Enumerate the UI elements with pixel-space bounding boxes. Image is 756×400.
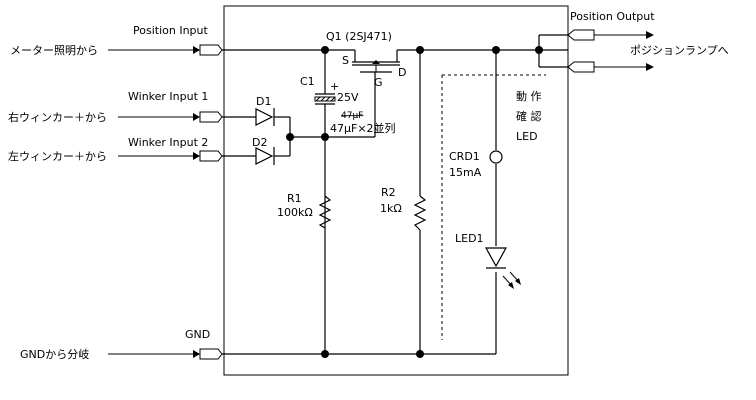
crd1-value-label: 15mA: [449, 166, 482, 179]
junction-dot: [416, 350, 424, 358]
c1-capacitor-symbol: [314, 93, 336, 105]
q1-mosfet-symbol: [352, 50, 400, 73]
meter-light-source-label: メーター照明から: [10, 44, 98, 57]
d1-label: D1: [256, 95, 271, 108]
d2-label: D2: [252, 136, 267, 149]
gnd-input-line: [108, 348, 223, 360]
junction-dot: [492, 46, 500, 54]
r1-label: R1: [287, 192, 302, 205]
left-winker-source-label: 左ウィンカー＋から: [8, 150, 107, 163]
crd1-label: CRD1: [449, 150, 480, 163]
q1-drain-pin-label: D: [398, 66, 406, 79]
junction-dot: [321, 46, 329, 54]
winker-input-2-label: Winker Input 2: [128, 136, 208, 149]
winker-input-1-line: [118, 111, 223, 123]
c1-label: C1: [300, 75, 315, 88]
r2-label: R2: [381, 186, 396, 199]
gnd-port-label: GND: [185, 328, 210, 341]
r1-resistor-symbol: [318, 195, 332, 229]
winker-input-1-connector: [199, 111, 223, 123]
winker-input-2-connector: [199, 150, 223, 162]
winker-input-1-label: Winker Input 1: [128, 90, 208, 103]
r2-resistor-symbol: [413, 195, 427, 231]
d1-diode-symbol: [255, 108, 275, 126]
led1-label: LED1: [455, 232, 484, 245]
indicator-led-label-line2: 確 認: [516, 109, 542, 123]
position-output-label: Position Output: [570, 10, 655, 23]
q1-source-pin-label: S: [342, 54, 349, 67]
c1-voltage-label: 25V: [337, 91, 359, 104]
position-input-connector: [199, 44, 223, 56]
output-destination-label: ポジションランプへ: [630, 44, 729, 57]
indicator-led-label-line3: LED: [516, 130, 538, 143]
right-winker-source-label: 右ウィンカー＋から: [8, 110, 107, 124]
c1-struck-value-label: 47μF: [341, 111, 363, 121]
junction-dot: [321, 350, 329, 358]
led1-symbol: [484, 247, 521, 289]
r1-value-label: 100kΩ: [277, 206, 313, 219]
gnd-connector: [199, 348, 223, 360]
crd1-symbol: [489, 150, 503, 164]
junction-dot: [416, 46, 424, 54]
winker-input-2-line: [118, 150, 223, 162]
q1-label: Q1 (2SJ471): [326, 30, 392, 43]
c1-polarity-label: +: [330, 80, 339, 93]
r2-value-label: 1kΩ: [380, 202, 402, 215]
c1-value-label: 47μF×2並列: [330, 121, 396, 135]
q1-gate-pin-label: G: [374, 76, 383, 89]
position-input-line: [108, 44, 223, 56]
position-output-connector-2: [567, 61, 654, 73]
d2-diode-symbol: [255, 147, 275, 165]
junction-dot: [286, 133, 294, 141]
position-output-connector-1: [567, 29, 654, 41]
indicator-led-label-line1: 動 作: [516, 89, 542, 103]
gnd-branch-source-label: GNDから分岐: [20, 348, 89, 361]
board-outline: [223, 5, 569, 376]
junction-dot: [321, 133, 329, 141]
position-input-label: Position Input: [133, 24, 208, 37]
